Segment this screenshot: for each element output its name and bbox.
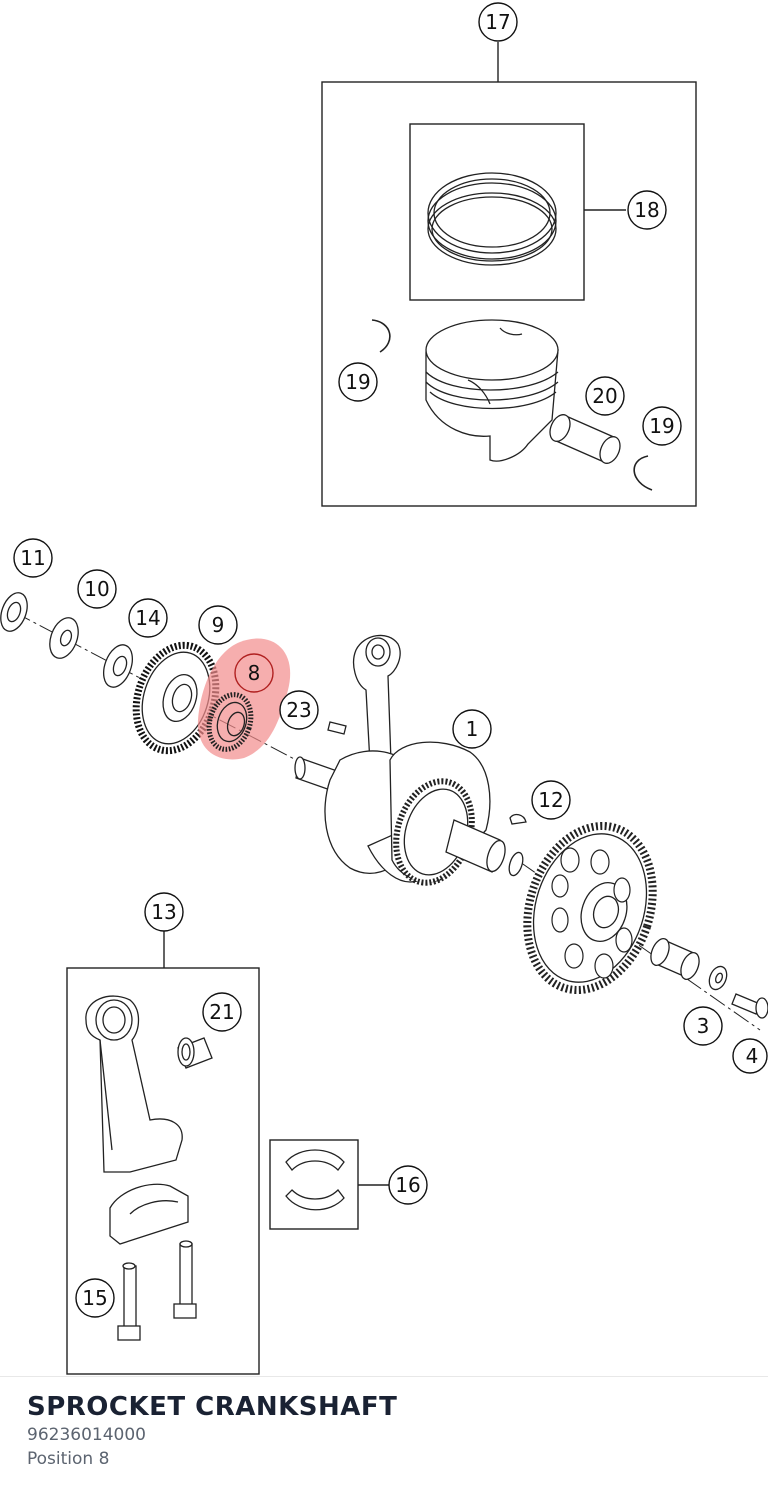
assembly-axis-right bbox=[519, 861, 761, 1031]
callouts: 17 18 19 20 19 11 10 14 bbox=[13, 2, 768, 1318]
part-position: Position 8 bbox=[27, 1449, 110, 1469]
callout-14[interactable]: 14 bbox=[128, 598, 168, 638]
svg-text:12: 12 bbox=[538, 788, 563, 812]
primary-gear bbox=[523, 821, 657, 995]
callout-3[interactable]: 3 bbox=[683, 1006, 723, 1046]
svg-text:19: 19 bbox=[345, 370, 370, 394]
sprocket-8 bbox=[206, 692, 254, 752]
washer-3 bbox=[708, 965, 728, 991]
svg-text:13: 13 bbox=[151, 900, 176, 924]
highlight-area bbox=[197, 638, 291, 760]
callout-10[interactable]: 10 bbox=[77, 569, 117, 609]
callout-9[interactable]: 9 bbox=[198, 605, 238, 645]
bearing-shell bbox=[285, 1149, 345, 1211]
bolt-4 bbox=[731, 993, 768, 1019]
svg-text:17: 17 bbox=[485, 10, 510, 34]
callout-11[interactable]: 11 bbox=[13, 538, 53, 578]
part-info-panel: SPROCKET CRANKSHAFT 96236014000 Position… bbox=[0, 1376, 768, 1491]
exploded-parts-diagram: 17 18 19 20 19 11 10 14 bbox=[0, 2, 768, 1375]
crankshaft-assembly bbox=[294, 634, 524, 886]
svg-text:1: 1 bbox=[466, 717, 479, 741]
callout-21[interactable]: 21 bbox=[202, 992, 242, 1032]
callout-8[interactable]: 8 bbox=[234, 653, 274, 693]
circlip-lower bbox=[633, 455, 653, 491]
callout-17[interactable]: 17 bbox=[478, 2, 518, 42]
callout-1[interactable]: 1 bbox=[452, 709, 492, 749]
svg-text:15: 15 bbox=[82, 1286, 107, 1310]
washer-10 bbox=[49, 617, 79, 659]
piston-rings bbox=[427, 172, 557, 266]
svg-text:20: 20 bbox=[592, 384, 617, 408]
callout-13[interactable]: 13 bbox=[144, 892, 184, 932]
callout-4[interactable]: 4 bbox=[732, 1038, 768, 1074]
piston-kit-group bbox=[321, 42, 697, 507]
part-number: 96236014000 bbox=[27, 1425, 146, 1445]
svg-text:10: 10 bbox=[84, 577, 109, 601]
small-end-bushing bbox=[177, 1037, 213, 1069]
rod-bolts bbox=[117, 1240, 197, 1341]
gear-9 bbox=[132, 641, 220, 755]
washer-11 bbox=[0, 592, 28, 632]
piston-pin bbox=[549, 414, 621, 464]
woodruff-key-23 bbox=[327, 721, 347, 735]
callout-20[interactable]: 20 bbox=[585, 376, 625, 416]
piston bbox=[425, 319, 559, 462]
svg-text:4: 4 bbox=[746, 1044, 759, 1068]
svg-text:9: 9 bbox=[212, 613, 225, 637]
svg-text:3: 3 bbox=[697, 1014, 710, 1038]
callout-16[interactable]: 16 bbox=[388, 1165, 428, 1205]
callout-23[interactable]: 23 bbox=[279, 690, 319, 730]
needle-bearing bbox=[650, 938, 700, 980]
bearing-shell-group bbox=[269, 1139, 390, 1230]
svg-text:11: 11 bbox=[20, 546, 45, 570]
callout-19[interactable]: 19 bbox=[338, 362, 378, 402]
svg-text:19: 19 bbox=[649, 414, 674, 438]
svg-text:8: 8 bbox=[248, 661, 261, 685]
washer-14 bbox=[103, 644, 133, 688]
rod-cap bbox=[109, 1183, 189, 1245]
svg-text:16: 16 bbox=[395, 1173, 420, 1197]
callout-15[interactable]: 15 bbox=[75, 1278, 115, 1318]
callout-19-b[interactable]: 19 bbox=[642, 406, 682, 446]
part-title: SPROCKET CRANKSHAFT bbox=[27, 1392, 398, 1422]
svg-text:14: 14 bbox=[135, 606, 160, 630]
callout-12[interactable]: 12 bbox=[531, 780, 571, 820]
key-12 bbox=[509, 813, 527, 825]
svg-text:21: 21 bbox=[209, 1000, 234, 1024]
connecting-rod-group bbox=[66, 930, 260, 1375]
svg-text:23: 23 bbox=[286, 698, 311, 722]
circlip-upper bbox=[371, 319, 391, 353]
svg-text:18: 18 bbox=[634, 198, 659, 222]
callout-18[interactable]: 18 bbox=[627, 190, 667, 230]
connecting-rod bbox=[85, 995, 183, 1173]
